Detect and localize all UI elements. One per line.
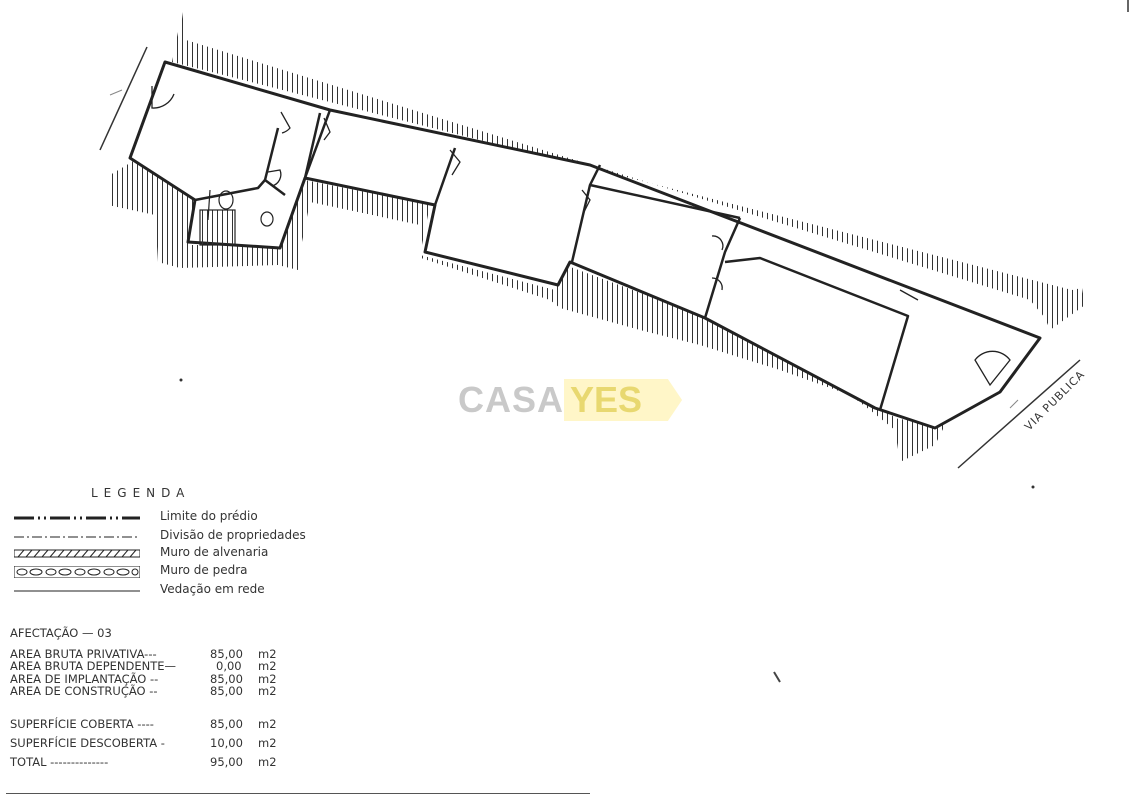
bottom-rule — [6, 793, 590, 794]
building-outline — [128, 60, 1042, 430]
bathroom-fixtures — [199, 189, 274, 246]
legend-item-masonry-wall: Muro de alvenaria — [14, 545, 268, 562]
surface-label: SUPERFÍCIE DESCOBERTA - — [10, 736, 165, 750]
legend-label: Vedação em rede — [160, 582, 265, 596]
legend-item-stone-wall: Muro de pedra — [14, 563, 248, 580]
area-unit: m2 — [258, 684, 277, 698]
legend-swatch-property-division — [14, 536, 140, 538]
watermark-yes: YES — [564, 379, 683, 421]
legend-swatch-stone-wall — [14, 566, 140, 578]
surface-value: 95,00 — [210, 755, 243, 769]
legend-swatch-property-limit — [14, 516, 140, 520]
area-value: 85,00 — [210, 684, 243, 698]
surface-unit: m2 — [258, 736, 277, 750]
surface-unit: m2 — [258, 755, 277, 769]
surface-value: 85,00 — [210, 717, 243, 731]
left-boundary-line — [99, 46, 148, 151]
legend-item-wire-fence: Vedação em rede — [14, 582, 265, 599]
legend-item-property-limit: Limite do prédio — [14, 509, 258, 526]
area-value: 85,00 — [210, 646, 243, 661]
legend-item-property-division: Divisão de propriedades — [14, 528, 306, 545]
legend-title: LEGENDA — [91, 486, 191, 500]
area-label: AREA BRUTA DEPENDENTE— — [10, 659, 177, 673]
surface-unit: m2 — [258, 717, 277, 731]
doors — [151, 86, 1011, 387]
legend-swatch-wire-fence — [14, 590, 140, 592]
surface-value: 10,00 — [210, 736, 243, 750]
area-value: 0,00 — [216, 659, 242, 673]
area-unit: m2 — [258, 659, 277, 673]
watermark-casa: CASA — [458, 379, 565, 420]
stray-mark — [773, 671, 781, 683]
surface-label: SUPERFÍCIE COBERTA ---- — [10, 717, 154, 731]
legend-label: Limite do prédio — [160, 509, 258, 523]
surface-label: TOTAL -------------- — [10, 755, 109, 769]
area-value: 85,00 — [210, 671, 243, 686]
area-unit: m2 — [258, 646, 277, 661]
casayes-watermark: CASA YES — [458, 379, 683, 421]
legend-swatch-masonry-wall — [14, 549, 140, 558]
street-boundary-line — [957, 359, 1081, 469]
area-unit: m2 — [258, 671, 277, 686]
stray-dot — [1031, 485, 1035, 489]
afectacao-label: AFECTAÇÃO — 03 — [10, 626, 112, 640]
dimension-marks — [109, 89, 1019, 409]
area-label: AREA BRUTA PRIVATIVA--- — [10, 646, 157, 661]
legend-label: Divisão de propriedades — [160, 528, 306, 542]
area-label: AREA DE CONSTRUÇÃO -- — [10, 684, 158, 698]
legend-label: Muro de alvenaria — [160, 545, 269, 559]
area-label: AREA DE IMPLANTAÇÃO -- — [10, 671, 159, 686]
stray-dot — [179, 378, 183, 382]
legend-label: Muro de pedra — [160, 563, 248, 577]
